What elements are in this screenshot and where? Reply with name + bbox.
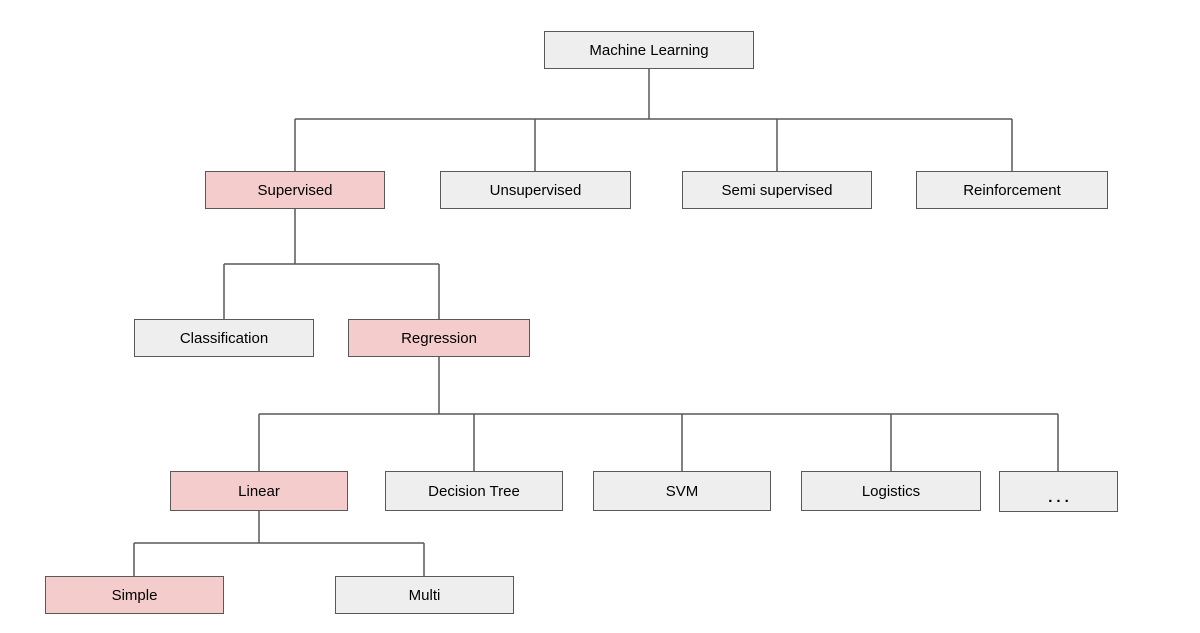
node-ellipsis: ... xyxy=(999,471,1118,512)
connector-regression-children xyxy=(258,357,1059,471)
node-simple: Simple xyxy=(45,576,224,614)
node-unsupervised: Unsupervised xyxy=(440,171,631,209)
connector-supervised-children xyxy=(223,209,440,319)
connector-root-level2 xyxy=(294,69,1013,171)
node-multi: Multi xyxy=(335,576,514,614)
node-decision-tree: Decision Tree xyxy=(385,471,563,511)
node-reinforcement: Reinforcement xyxy=(916,171,1108,209)
node-semi-supervised: Semi supervised xyxy=(682,171,872,209)
connector-linear-children xyxy=(133,511,425,576)
node-svm: SVM xyxy=(593,471,771,511)
node-regression: Regression xyxy=(348,319,530,357)
node-supervised: Supervised xyxy=(205,171,385,209)
node-logistics: Logistics xyxy=(801,471,981,511)
node-machine-learning: Machine Learning xyxy=(544,31,754,69)
node-classification: Classification xyxy=(134,319,314,357)
node-linear: Linear xyxy=(170,471,348,511)
